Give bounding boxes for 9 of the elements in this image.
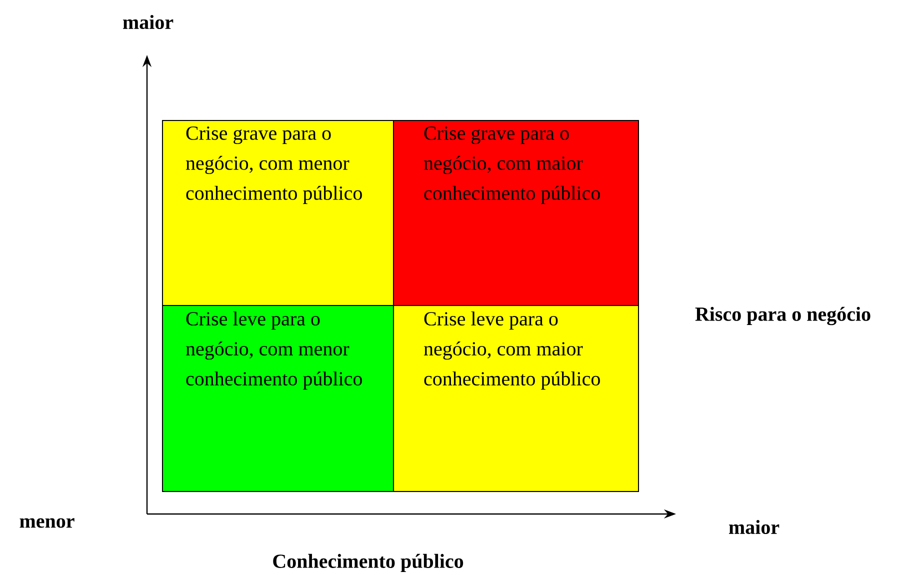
axis-label: menor: [20, 518, 74, 528]
axis-label: maior: [728, 520, 780, 534]
axis-title: Risco para o negócio: [695, 306, 870, 326]
axis-label: maior: [123, 14, 174, 30]
quadrant-box: Crise grave para o negócio, com menor conhecimento público: [162, 120, 394, 306]
quadrant-box: Crise leve para o negócio, com maior conhecimento público: [393, 304, 639, 492]
axis-title: Conhecimento público: [273, 554, 464, 572]
quadrant-box: Crise leve para o negócio, com menor conhecimento público: [162, 304, 394, 492]
quadrant-box: Crise grave para o negócio, com maior conhecimento público: [393, 120, 639, 306]
